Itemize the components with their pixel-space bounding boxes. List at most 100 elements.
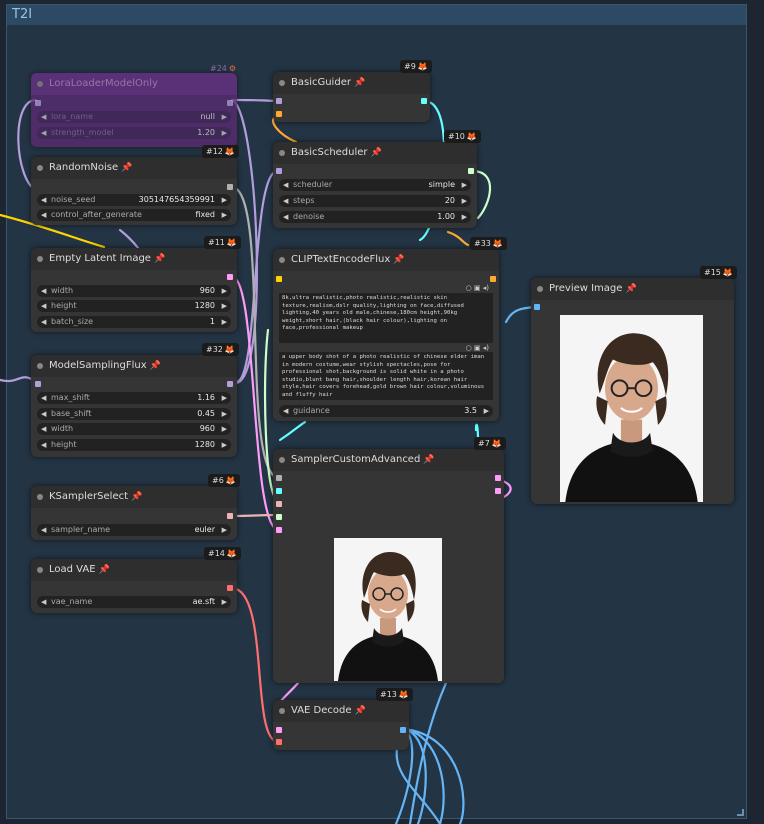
pin-icon[interactable]: 📌 xyxy=(131,492,143,502)
input-slot-model[interactable] xyxy=(276,98,282,104)
output-slot-sigmas[interactable] xyxy=(468,168,474,174)
fox-icon: 🦊 xyxy=(417,62,428,71)
input-slot-model[interactable] xyxy=(35,100,41,106)
pin-icon[interactable]: 📌 xyxy=(370,148,382,158)
pin-icon[interactable]: 📌 xyxy=(149,361,161,371)
textarea-clip-l[interactable]: 8k,ultra realistic,photo realistic,reali… xyxy=(279,293,493,343)
pin-icon[interactable]: 📌 xyxy=(353,78,366,88)
textarea-tools[interactable]: ○ ▣ ◂) xyxy=(465,344,489,352)
input-slot-latent[interactable] xyxy=(276,527,282,533)
node-badge: #15🦊 xyxy=(700,266,737,279)
node-title[interactable]: LoraLoaderModelOnly xyxy=(31,73,237,95)
output-slot-sampler[interactable] xyxy=(227,513,233,519)
output-slot-vae[interactable] xyxy=(227,585,233,591)
node-badge: #12🦊 xyxy=(202,145,239,158)
input-slot-vae[interactable] xyxy=(276,739,282,745)
node-title[interactable]: RandomNoise📌 xyxy=(31,157,237,179)
input-slot-samples[interactable] xyxy=(276,727,282,733)
node-title[interactable]: SamplerCustomAdvanced📌 xyxy=(273,449,504,471)
node-sampler-custom-advanced[interactable]: SamplerCustomAdvanced📌 xyxy=(273,449,504,683)
output-slot-model[interactable] xyxy=(227,100,233,106)
pin-icon[interactable]: 📌 xyxy=(625,284,637,294)
node-title[interactable]: CLIPTextEncodeFlux📌 xyxy=(273,249,499,271)
input-slot-conditioning[interactable] xyxy=(276,111,282,117)
fox-icon: 🦊 xyxy=(491,439,502,448)
node-title[interactable]: KSamplerSelect📌 xyxy=(31,486,237,508)
node-badge: #33🦊 xyxy=(470,237,507,250)
node-preview-image[interactable]: Preview Image📌 xyxy=(531,278,734,504)
node-basic-guider[interactable]: BasicGuider📌 xyxy=(273,72,430,122)
input-slot-model[interactable] xyxy=(276,168,282,174)
output-slot-model[interactable] xyxy=(227,381,233,387)
input-slot-noise[interactable] xyxy=(276,475,282,481)
output-slot-denoised[interactable] xyxy=(495,488,501,494)
fox-icon: 🦊 xyxy=(226,549,237,558)
input-slot-guider[interactable] xyxy=(276,488,282,494)
node-badge: #13🦊 xyxy=(376,688,413,701)
pin-icon[interactable]: 📌 xyxy=(121,163,133,173)
fox-icon: 🦊 xyxy=(225,476,236,485)
pin-icon[interactable]: 📌 xyxy=(153,254,166,264)
node-title[interactable]: Empty Latent Image📌 xyxy=(31,248,237,270)
input-slot-model[interactable] xyxy=(35,381,41,387)
output-slot-output[interactable] xyxy=(495,475,501,481)
textarea-tools[interactable]: ○ ▣ ◂) xyxy=(465,284,489,292)
pin-icon[interactable]: 📌 xyxy=(98,565,110,575)
input-slot-images[interactable] xyxy=(534,304,540,310)
output-slot-guider[interactable] xyxy=(421,98,427,104)
node-title[interactable]: ModelSamplingFlux📌 xyxy=(31,355,237,377)
node-title[interactable]: Load VAE📌 xyxy=(31,559,237,581)
node-title[interactable]: BasicGuider📌 xyxy=(273,72,430,94)
input-slot-clip[interactable] xyxy=(276,276,282,282)
fox-icon: 🦊 xyxy=(466,132,477,141)
node-title[interactable]: BasicScheduler📌 xyxy=(273,142,477,164)
input-slot-sampler[interactable] xyxy=(276,501,282,507)
fox-icon: 🦊 xyxy=(398,690,409,699)
output-slot-latent[interactable] xyxy=(227,274,233,280)
node-title[interactable]: VAE Decode📌 xyxy=(273,700,409,722)
node-clip-text-encode-flux[interactable]: CLIPTextEncodeFlux📌 ○ ▣ ◂) 8k,ultra real… xyxy=(273,249,499,421)
node-badge: #9🦊 xyxy=(400,60,432,73)
node-badge: #6🦊 xyxy=(208,474,240,487)
node-badge: #14🦊 xyxy=(204,547,241,560)
fox-icon: 🦊 xyxy=(226,238,237,247)
group-title[interactable]: T2I xyxy=(7,5,746,25)
fox-icon: 🦊 xyxy=(492,239,503,248)
output-slot-image[interactable] xyxy=(400,727,406,733)
output-slot-conditioning[interactable] xyxy=(490,276,496,282)
pin-icon[interactable]: 📌 xyxy=(354,706,366,716)
node-vae-decode[interactable]: VAE Decode📌 xyxy=(273,700,409,750)
pin-icon[interactable]: 📌 xyxy=(393,255,405,265)
output-slot-noise[interactable] xyxy=(227,184,233,190)
fox-icon: 🦊 xyxy=(224,345,235,354)
pin-icon[interactable]: 📌 xyxy=(423,455,435,465)
input-slot-sigmas[interactable] xyxy=(276,514,282,520)
group-resize-handle[interactable] xyxy=(737,809,744,816)
textarea-t5xxl[interactable]: a upper body shot of a photo realistic o… xyxy=(279,352,493,400)
node-title[interactable]: Preview Image📌 xyxy=(531,278,734,300)
